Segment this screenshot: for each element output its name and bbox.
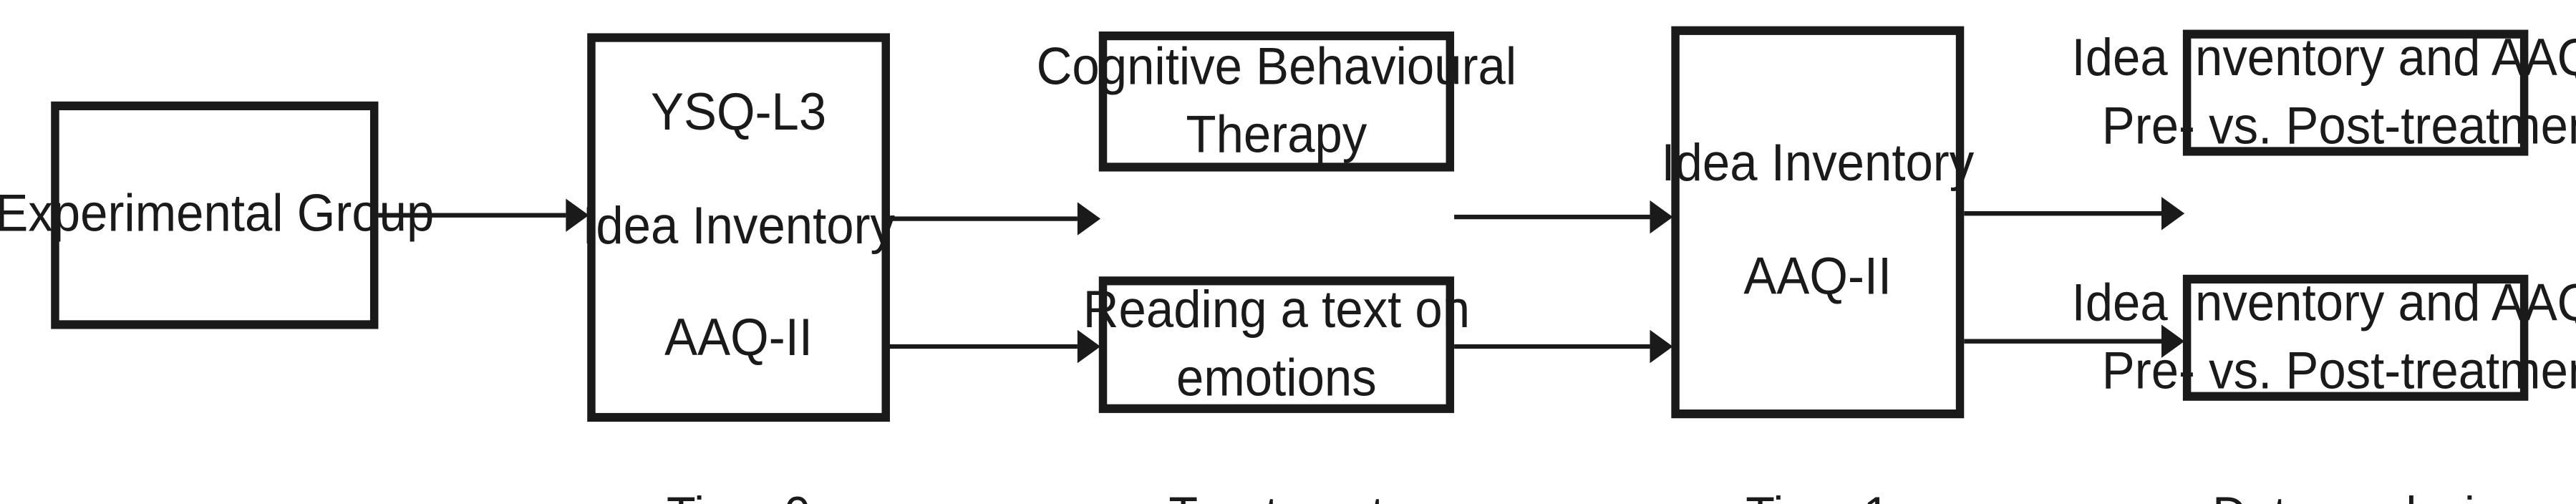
node-time1-assessment[interactable]: Idea Inventory AAQ-II bbox=[1661, 26, 1974, 419]
node-treatment-reading-line-2: emotions bbox=[1176, 349, 1377, 408]
node-experimental-group[interactable]: Experimental Group bbox=[0, 101, 434, 329]
connector-time1-to-analysis-experimental bbox=[1964, 190, 2185, 236]
node-analysis-experimental[interactable]: Idea Inventory and AAQ-II Pre- vs. Post-… bbox=[2072, 29, 2576, 156]
node-time0-assessment-line-2: Idea Inventory bbox=[582, 197, 896, 256]
node-time0-assessment[interactable]: YSQ-L3 Idea Inventory AAQ-II bbox=[582, 33, 895, 422]
node-experimental-group-line-1: Experimental Group bbox=[0, 185, 435, 243]
stage-label-treatment: Treatment bbox=[1168, 488, 1384, 504]
connector-reading-to-time1 bbox=[1454, 324, 1673, 369]
node-analysis-control-line-2: Pre- vs. Post-treatment bbox=[2101, 343, 2576, 401]
node-analysis-experimental-line-1: Idea Inventory and AAQ-II bbox=[2071, 29, 2576, 88]
stage-label-time1: Time 1 bbox=[1745, 488, 1889, 504]
node-treatment-reading-line-1: Reading a text on bbox=[1083, 281, 1471, 340]
connector-time0-to-cbt bbox=[889, 196, 1101, 242]
connector-time0-to-reading bbox=[889, 324, 1101, 369]
connector-experimental-group-to-time0 bbox=[378, 193, 589, 238]
node-analysis-control[interactable]: Idea Inventory and AAQ-II Pre- vs. Post-… bbox=[2072, 274, 2576, 401]
node-time0-assessment-line-3: AAQ-II bbox=[664, 310, 813, 369]
node-treatment-cbt[interactable]: Cognitive Behavioural Therapy bbox=[1037, 32, 1516, 172]
node-analysis-experimental-line-2: Pre- vs. Post-treatment bbox=[2101, 97, 2576, 156]
connector-time1-to-analysis-control bbox=[1964, 319, 2185, 364]
node-treatment-cbt-line-2: Therapy bbox=[1186, 107, 1367, 165]
node-treatment-cbt-line-1: Cognitive Behavioural bbox=[1036, 38, 1517, 97]
node-time0-assessment-line-1: YSQ-L3 bbox=[651, 84, 827, 142]
connector-cbt-to-time1 bbox=[1454, 194, 1673, 240]
node-time1-assessment-line-1: Idea Inventory bbox=[1661, 135, 1975, 193]
node-treatment-reading[interactable]: Reading a text on emotions bbox=[1083, 276, 1470, 413]
stage-label-data-analysis: Data analysis bbox=[2212, 488, 2499, 504]
stage-label-time0: Time 0 bbox=[667, 488, 810, 504]
node-analysis-control-line-1: Idea Inventory and AAQ-II bbox=[2071, 274, 2576, 333]
node-time1-assessment-line-2: AAQ-II bbox=[1743, 248, 1892, 306]
